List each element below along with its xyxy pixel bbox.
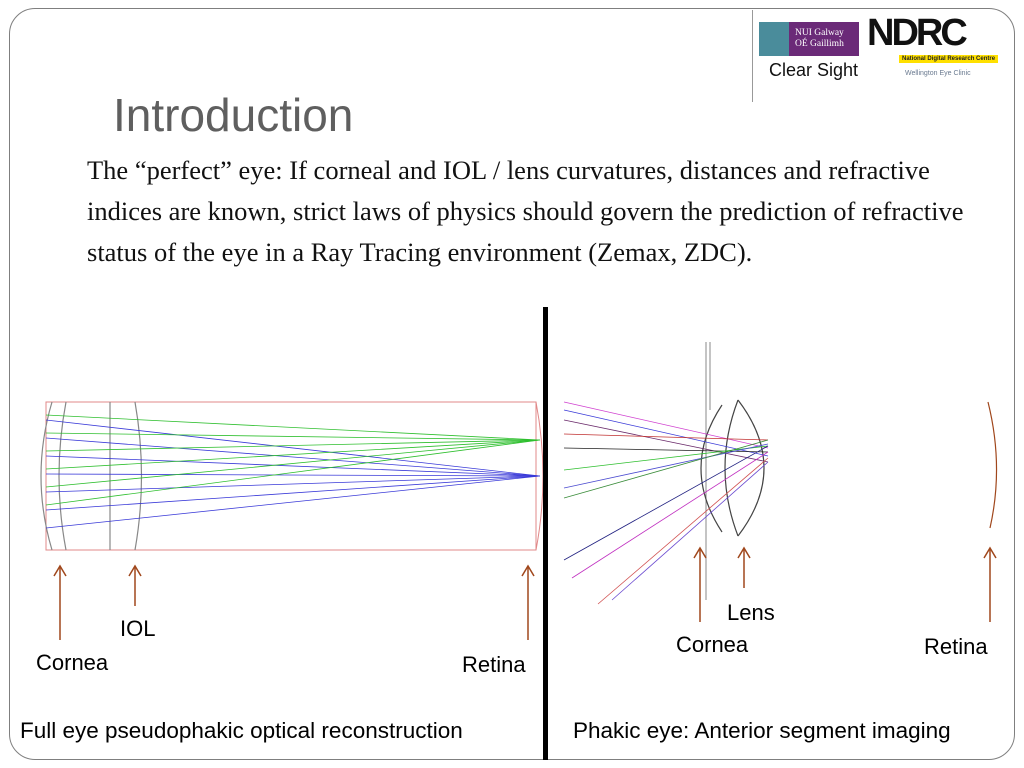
cornea-front-surface <box>40 401 53 551</box>
cornea-back-surface <box>58 401 67 551</box>
nui-line2: OÉ Gaillimh <box>795 39 844 49</box>
ndrc-logo: NDRC <box>867 12 968 54</box>
lens-front-surface <box>724 399 739 537</box>
ndrc-subtitle: National Digital Research Centre <box>899 55 999 63</box>
label-iol: IOL <box>120 616 156 641</box>
right-arrows <box>693 546 997 622</box>
panel-divider <box>543 307 548 760</box>
label-retina-left: Retina <box>462 652 526 677</box>
ray-bundle-multicolor <box>563 401 769 605</box>
wellington-logo: Wellington Eye Clinic <box>905 70 971 77</box>
caption-right: Phakic eye: Anterior segment imaging <box>573 718 951 743</box>
ray-bundle-blue <box>45 419 541 529</box>
ray-bundle-green <box>45 414 541 506</box>
lens-back-surface <box>737 399 765 537</box>
nui-line1: NUI Galway <box>795 28 844 38</box>
right-eye-diagram <box>563 342 998 622</box>
left-arrows <box>53 564 535 640</box>
retina-curve <box>987 401 998 529</box>
slide-body-text: The “perfect” eye: If corneal and IOL / … <box>87 155 964 267</box>
iol-back-surface <box>134 401 143 551</box>
slide-frame <box>9 8 1015 760</box>
label-retina-right: Retina <box>924 634 988 659</box>
left-eye-diagram <box>40 401 544 640</box>
cornea-surface <box>700 404 723 533</box>
label-cornea-left: Cornea <box>36 650 109 675</box>
clearsight-logo: Clear Sight <box>769 60 859 80</box>
retina-surface <box>535 401 544 551</box>
crest-icon <box>759 22 789 56</box>
label-cornea-right: Cornea <box>676 632 749 657</box>
caption-left: Full eye pseudophakic optical reconstruc… <box>20 718 463 743</box>
slide-title: Introduction <box>113 89 354 141</box>
label-lens: Lens <box>727 600 775 625</box>
